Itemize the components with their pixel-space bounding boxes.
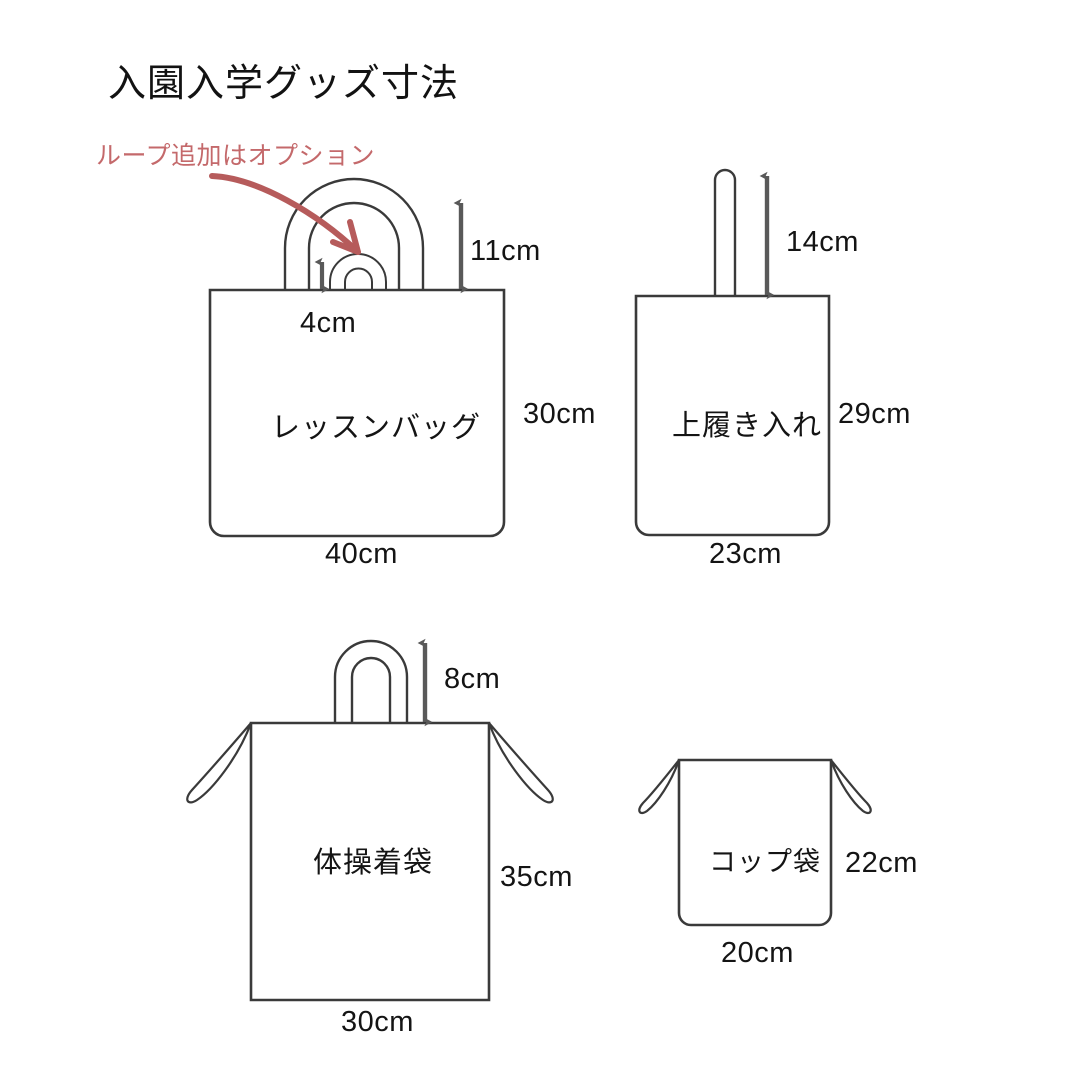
lesson-bag-height-label: 30cm (523, 398, 596, 430)
cup-bag-name-label: コップ袋 (709, 847, 821, 877)
cup-bag-body (677, 758, 833, 927)
gym-clothes-bag-figure (186, 638, 554, 1002)
shoe-bag-strap-dimension-label: 14cm (786, 226, 859, 258)
lesson-bag-loop-inner (344, 267, 373, 290)
lesson-bag-figure (208, 173, 506, 538)
gym-bag-width-label: 30cm (341, 1006, 414, 1038)
shoe-bag-figure (634, 168, 831, 537)
lesson-bag-loop-outer (329, 253, 387, 290)
gym-bag-handle-inner (350, 656, 392, 723)
lesson-bag-loop-dimension-label: 4cm (300, 307, 357, 339)
gym-bag-handle-dimension-label: 8cm (444, 663, 501, 695)
cup-bag-width-label: 20cm (721, 937, 794, 969)
shoe-bag-body (634, 294, 831, 537)
shoe-bag-height-label: 29cm (838, 398, 911, 430)
lesson-bag-name-label: レッスンバッグ (271, 412, 482, 444)
loop-annotation-arrow-icon (209, 173, 361, 255)
cup-bag-tie-right (829, 759, 872, 815)
lesson-bag-handle-inner (307, 201, 401, 290)
cup-bag-height-label: 22cm (845, 847, 918, 879)
lesson-bag-handle-dimension-label: 11cm (470, 235, 541, 267)
lesson-bag-handle-outer (283, 177, 425, 290)
gym-bag-height-label: 35cm (500, 861, 573, 893)
gym-bag-handle-outer (333, 639, 409, 723)
shoe-bag-name-label: 上履き入れ (672, 410, 823, 442)
lesson-bag-body (208, 288, 506, 538)
shoe-bag-width-label: 23cm (709, 538, 782, 570)
cup-bag-figure (638, 758, 872, 927)
loop-option-note: ループ追加はオプション (96, 142, 376, 170)
gym-bag-tie-left (186, 722, 253, 804)
gym-bag-name-label: 体操着袋 (313, 847, 434, 879)
lesson-bag-width-label: 40cm (325, 538, 398, 570)
cup-bag-tie-left (638, 759, 681, 815)
gym-bag-body (249, 721, 491, 1002)
gym-bag-tie-right (487, 722, 554, 804)
page-title: 入園入学グッズ寸法 (108, 63, 460, 105)
shoe-bag-strap (713, 168, 737, 296)
